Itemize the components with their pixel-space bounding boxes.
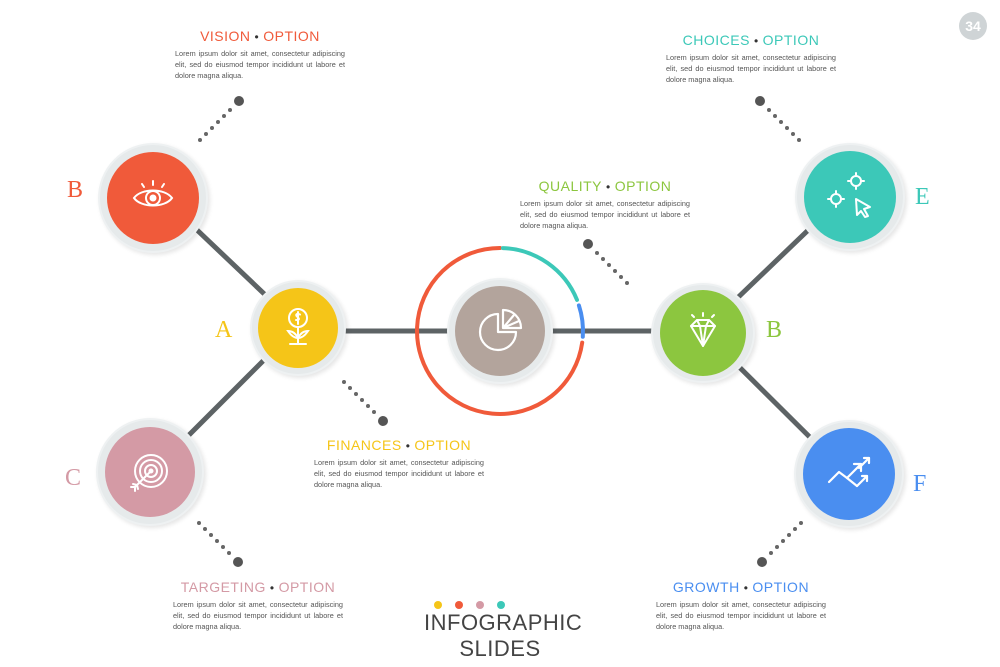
- option-finances-title: FINANCES•OPTION: [314, 437, 484, 453]
- option-word: OPTION: [752, 579, 810, 595]
- option-growth-label: GROWTH: [672, 579, 740, 595]
- option-word: OPTION: [278, 579, 336, 595]
- option-growth-title: GROWTH•OPTION: [656, 579, 826, 595]
- leader-finances: [342, 380, 388, 426]
- brand-title-line2: SLIDES: [459, 636, 541, 661]
- option-vision-label: VISION: [200, 28, 251, 44]
- option-growth-text: Lorem ipsum dolor sit amet, consectetur …: [656, 600, 826, 631]
- leader-choices: [755, 96, 801, 142]
- eye-icon: [128, 173, 178, 223]
- letter-b-right: B: [766, 317, 783, 343]
- ring-arc-left: [415, 246, 585, 416]
- node-e-inner: [804, 151, 896, 243]
- option-vision-title: VISION•OPTION: [175, 28, 345, 44]
- node-f[interactable]: [794, 420, 904, 528]
- node-a-inner: [258, 288, 338, 368]
- option-targeting-text: Lorem ipsum dolor sit amet, consectetur …: [173, 600, 343, 631]
- option-quality-text: Lorem ipsum dolor sit amet, consectetur …: [520, 199, 690, 230]
- option-vision: VISION•OPTION Lorem ipsum dolor sit amet…: [175, 28, 345, 81]
- brand-dot: [497, 601, 505, 609]
- pie-chart-icon: [473, 304, 527, 358]
- option-growth: GROWTH•OPTION Lorem ipsum dolor sit amet…: [656, 579, 826, 632]
- letter-f: F: [913, 471, 927, 497]
- letter-b-left: B: [67, 177, 84, 203]
- leader-growth: [757, 521, 803, 567]
- node-b-left-inner: [107, 152, 199, 244]
- target-arrow-icon: [125, 447, 175, 497]
- leader-quality: [583, 239, 629, 285]
- option-choices-text: Lorem ipsum dolor sit amet, consectetur …: [666, 53, 836, 84]
- node-c[interactable]: [96, 418, 204, 526]
- bullet: •: [753, 34, 759, 48]
- option-targeting: TARGETING•OPTION Lorem ipsum dolor sit a…: [173, 579, 343, 632]
- node-b-right-inner: [660, 290, 746, 376]
- node-b-left[interactable]: [98, 143, 208, 253]
- option-choices-label: CHOICES: [682, 32, 750, 48]
- option-quality-label: QUALITY: [538, 178, 603, 194]
- option-choices-title: CHOICES•OPTION: [666, 32, 836, 48]
- option-vision-text: Lorem ipsum dolor sit amet, consectetur …: [175, 49, 345, 80]
- option-word: OPTION: [414, 437, 472, 453]
- node-a[interactable]: [250, 280, 346, 376]
- option-finances-text: Lorem ipsum dolor sit amet, consectetur …: [314, 458, 484, 489]
- option-finances-label: FINANCES: [326, 437, 402, 453]
- brand-title: INFOGRAPHIC SLIDES: [424, 610, 582, 662]
- option-quality: QUALITY•OPTION Lorem ipsum dolor sit ame…: [520, 178, 690, 231]
- page-number-badge: 34: [959, 12, 987, 40]
- money-plant-icon: [276, 306, 320, 350]
- brand-dot: [476, 601, 484, 609]
- option-targeting-title: TARGETING•OPTION: [173, 579, 343, 595]
- leader-targeting: [197, 521, 243, 567]
- brand-title-line1: INFOGRAPHIC: [424, 610, 583, 635]
- dotted-leaders: [197, 96, 803, 567]
- target-cursor-icon: [822, 169, 878, 225]
- option-quality-title: QUALITY•OPTION: [520, 178, 690, 194]
- brand-dot: [455, 601, 463, 609]
- letter-a: A: [215, 317, 233, 343]
- option-word: OPTION: [762, 32, 820, 48]
- node-center-inner: [455, 286, 545, 376]
- bullet: •: [606, 180, 611, 194]
- node-e[interactable]: [795, 143, 905, 251]
- brand-dot: [434, 601, 442, 609]
- center-ring: [415, 246, 585, 416]
- node-center[interactable]: [447, 278, 553, 384]
- bullet: •: [254, 30, 260, 44]
- letter-e: E: [915, 184, 930, 210]
- diamond-icon: [678, 308, 728, 358]
- bullet: •: [743, 581, 749, 595]
- node-f-inner: [803, 428, 895, 520]
- node-b-right[interactable]: [651, 283, 755, 383]
- bullet: •: [405, 439, 411, 453]
- option-choices: CHOICES•OPTION Lorem ipsum dolor sit ame…: [666, 32, 836, 85]
- node-c-inner: [105, 427, 195, 517]
- option-word: OPTION: [263, 28, 320, 44]
- option-word: OPTION: [614, 178, 672, 194]
- leader-vision: [198, 96, 244, 142]
- brand-color-dots: [434, 596, 518, 609]
- letter-c: C: [65, 465, 82, 491]
- option-finances: FINANCES•OPTION Lorem ipsum dolor sit am…: [314, 437, 484, 490]
- bullet: •: [269, 581, 275, 595]
- ring-arc-right: [576, 303, 585, 339]
- ring-arc-top: [500, 246, 579, 302]
- option-targeting-label: TARGETING: [180, 579, 266, 595]
- growth-arrows-icon: [821, 446, 877, 502]
